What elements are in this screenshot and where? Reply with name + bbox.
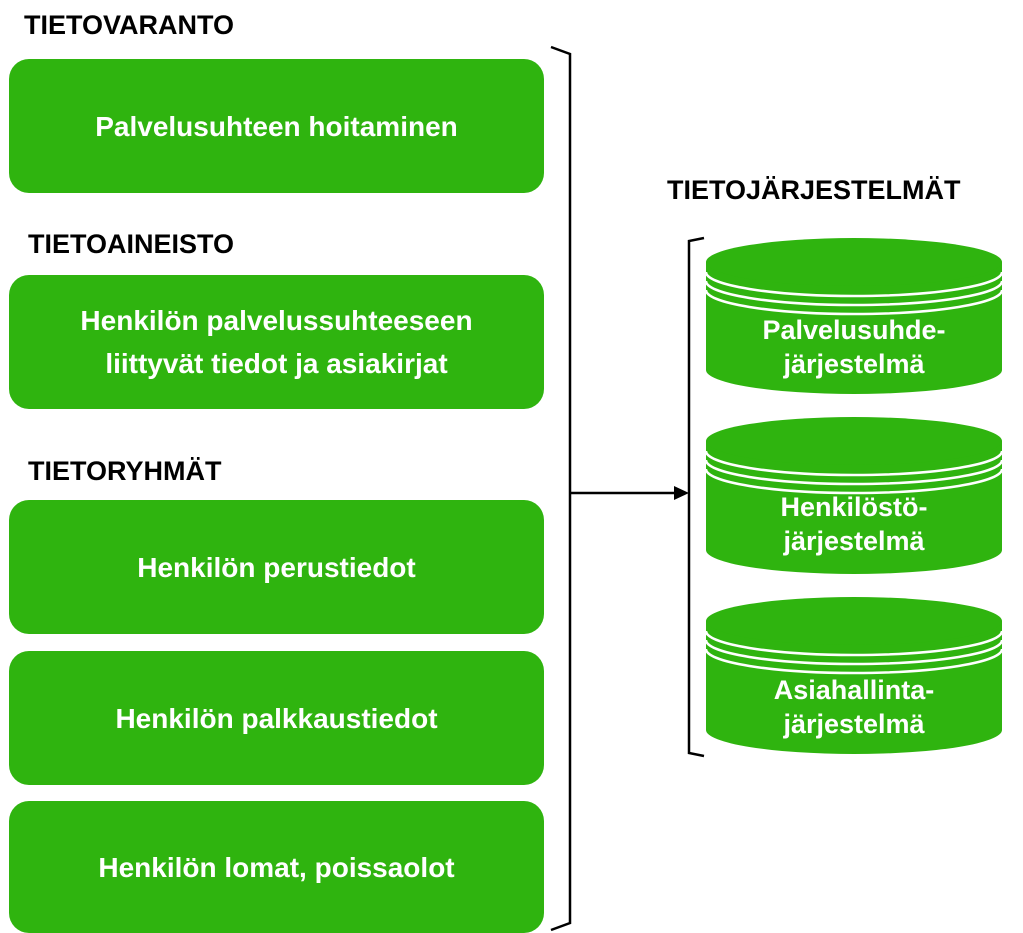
box-label-line1: Henkilön palvelussuhteeseen <box>80 305 473 336</box>
system-label-line1: Henkilöstö- <box>780 492 928 522</box>
system-label-palvelusuhde: Palvelusuhde- järjestelmä <box>704 313 1004 381</box>
box-henkilon-palkkaustiedot: Henkilön palkkaustiedot <box>9 651 544 785</box>
box-label: Henkilön perustiedot <box>137 551 416 583</box>
box-label: Henkilön lomat, poissaolot <box>98 851 455 883</box>
box-label-line2: liittyvät tiedot ja asiakirjat <box>105 348 448 379</box>
box-palvelusuhteen-hoitaminen: Palvelusuhteen hoitaminen <box>9 59 544 193</box>
database-icon <box>704 417 1004 574</box>
system-label-line2: järjestelmä <box>783 526 925 556</box>
system-label-line2: järjestelmä <box>783 349 925 379</box>
box-label: Henkilön palkkaustiedot <box>115 702 438 734</box>
heading-tietoryhmat: TIETORYHMÄT <box>28 456 222 486</box>
right-bracket <box>687 236 705 758</box>
database-icon <box>704 597 1004 754</box>
left-bracket <box>550 45 572 932</box>
box-henkilon-perustiedot: Henkilön perustiedot <box>9 500 544 634</box>
system-label-line2: järjestelmä <box>783 709 925 739</box>
system-label-asiahallinta: Asiahallinta- järjestelmä <box>704 673 1004 741</box>
heading-tietoaineisto: TIETOAINEISTO <box>28 229 235 259</box>
system-label-henkilosto: Henkilöstö- järjestelmä <box>704 490 1004 558</box>
heading-tietojarjestelmat: TIETOJÄRJESTELMÄT <box>667 175 961 205</box>
box-henkilon-palvelussuhde-tiedot: Henkilön palvelussuhteeseen liittyvät ti… <box>9 275 544 409</box>
database-icon <box>704 238 1004 394</box>
box-henkilon-lomat-poissaolot: Henkilön lomat, poissaolot <box>9 801 544 933</box>
arrow-head <box>674 486 689 500</box>
box-label: Palvelusuhteen hoitaminen <box>95 110 458 142</box>
system-label-line1: Asiahallinta- <box>773 675 935 705</box>
heading-tietovaranto: TIETOVARANTO <box>24 10 235 40</box>
system-label-line1: Palvelusuhde- <box>762 315 946 345</box>
